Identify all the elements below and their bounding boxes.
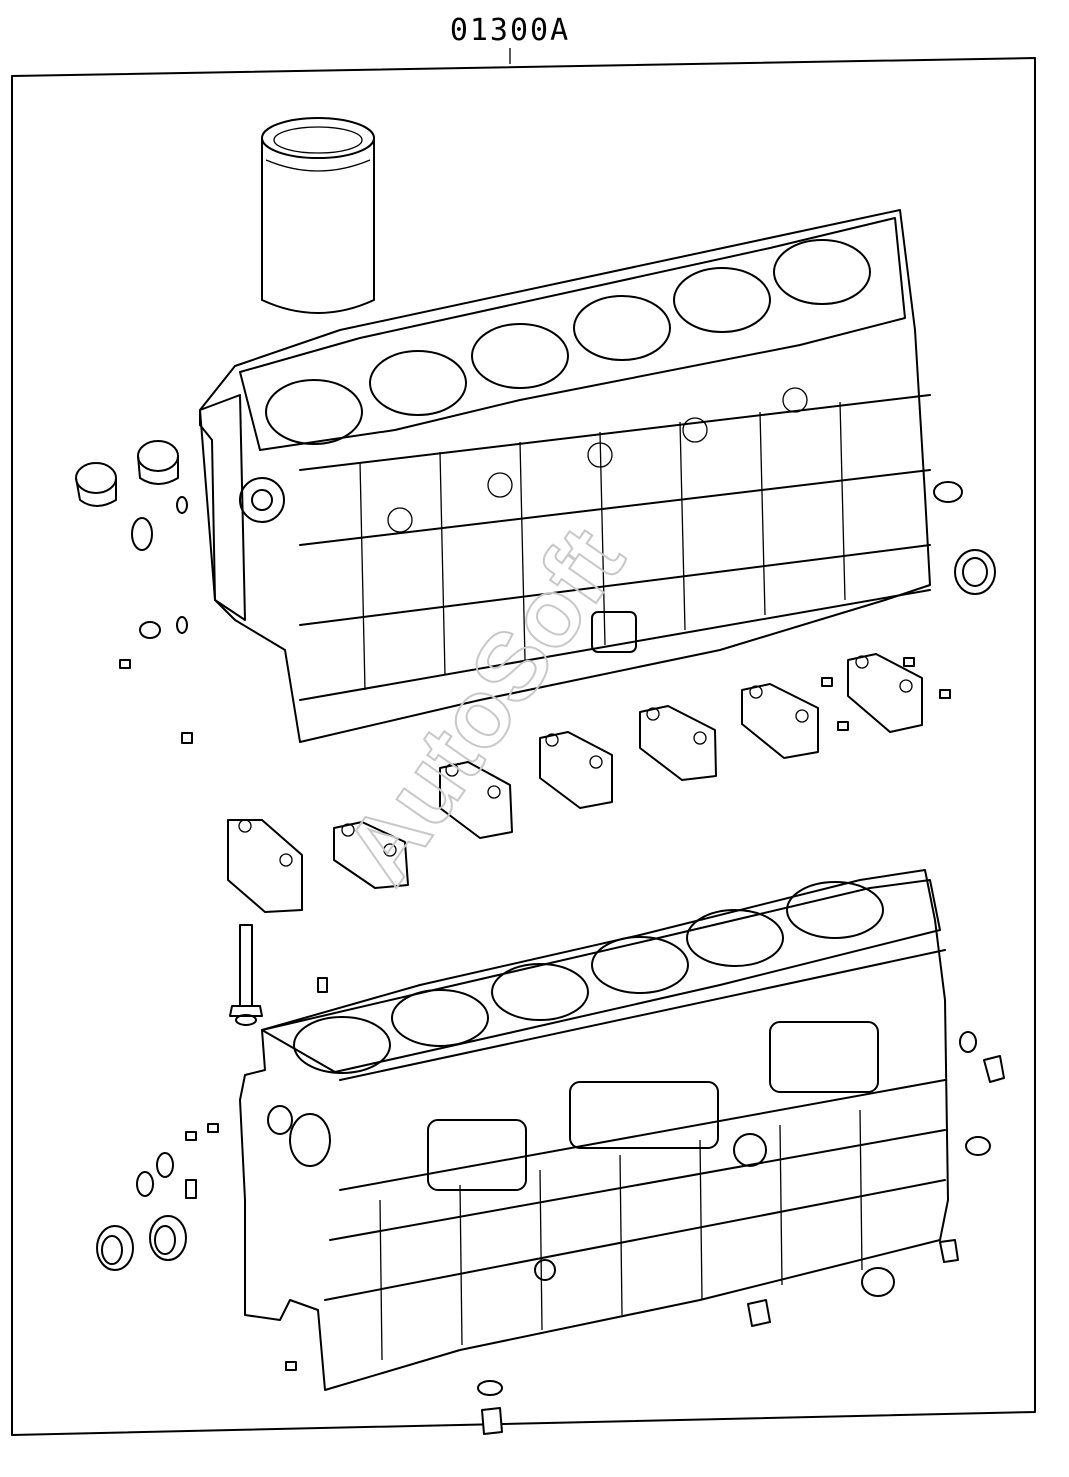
cylinder-liner-icon (261, 117, 375, 314)
bearing-cap-icon (227, 653, 923, 913)
diagram-frame (11, 57, 1036, 1436)
cup-plugs-icon (75, 440, 193, 744)
part-number-label: 01300A (450, 13, 570, 48)
right-plugs-icon (477, 1031, 1005, 1435)
bolt-icon (229, 924, 328, 1026)
upper-engine-block-icon (199, 209, 931, 743)
side-plugs-icon (96, 1123, 297, 1371)
rear-plugs-icon (821, 481, 996, 731)
lower-engine-block-icon (239, 869, 949, 1391)
